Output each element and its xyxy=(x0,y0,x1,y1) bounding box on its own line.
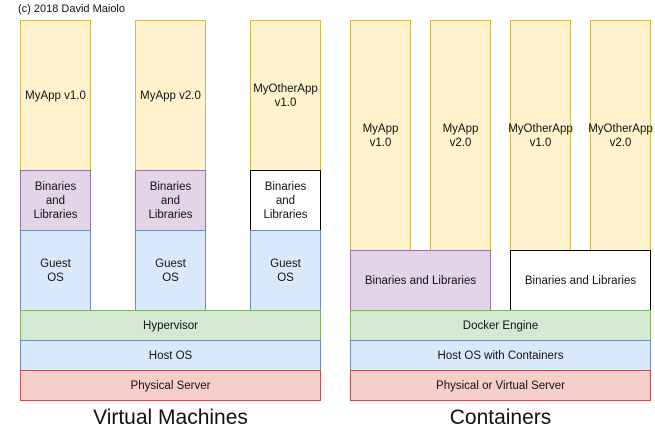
container-app-myapp-v2: MyApp v2.0 xyxy=(430,20,491,251)
vm-app-myapp-v1: MyApp v1.0 xyxy=(20,20,91,171)
vm-physical-server: Physical Server xyxy=(20,370,321,401)
vm-host-os: Host OS xyxy=(20,340,321,371)
container-physical-server: Physical or Virtual Server xyxy=(350,370,651,401)
vm-app-myotherapp-v1: MyOtherApp v1.0 xyxy=(250,20,321,171)
copyright-text: (c) 2018 David Maiolo xyxy=(18,3,125,15)
container-binaries-2: Binaries and Libraries xyxy=(510,250,651,311)
vm-app-myapp-v2: MyApp v2.0 xyxy=(135,20,206,171)
container-app-myapp-v1: MyApp v1.0 xyxy=(350,20,411,251)
container-app-myotherapp-v1: MyOtherApp v1.0 xyxy=(508,20,573,251)
container-app-myotherapp-v2: MyOtherApp v2.0 xyxy=(588,20,653,251)
vm-binaries-1: Binaries and Libraries xyxy=(20,170,91,231)
containers-caption: Containers xyxy=(449,406,552,429)
vm-guest-os-3: Guest OS xyxy=(250,230,321,311)
container-docker-engine: Docker Engine xyxy=(350,310,651,341)
container-binaries-1: Binaries and Libraries xyxy=(350,250,491,311)
vm-caption: Virtual Machines xyxy=(93,406,248,429)
vm-guest-os-2: Guest OS xyxy=(135,230,206,311)
vm-hypervisor: Hypervisor xyxy=(20,310,321,341)
vm-guest-os-1: Guest OS xyxy=(20,230,91,311)
vm-binaries-3: Binaries and Libraries xyxy=(250,170,321,231)
vm-binaries-2: Binaries and Libraries xyxy=(135,170,206,231)
container-host-os: Host OS with Containers xyxy=(350,340,651,371)
